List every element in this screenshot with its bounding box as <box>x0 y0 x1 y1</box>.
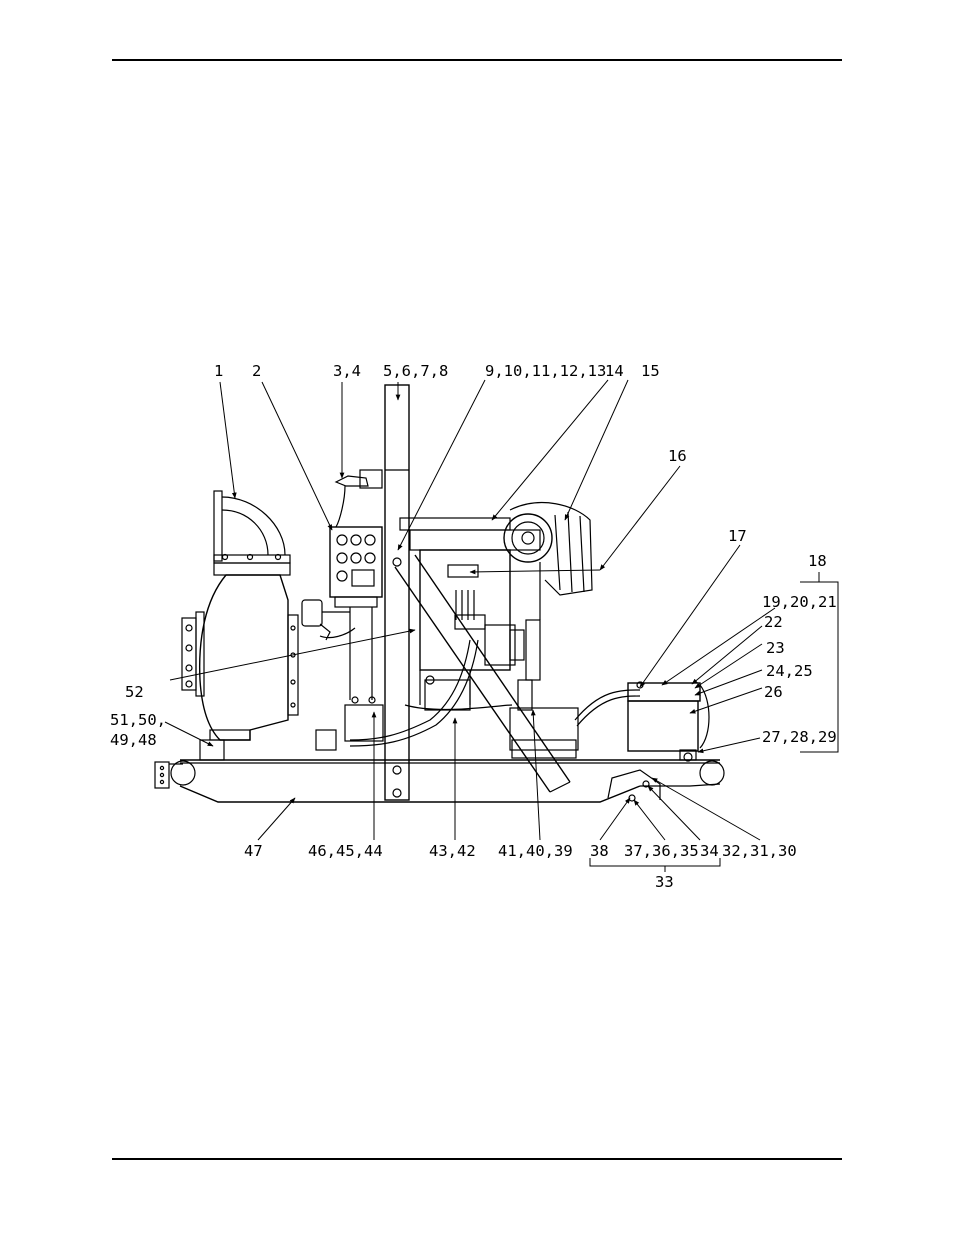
lifting-post <box>359 384 410 801</box>
callout-33: 33 <box>655 873 674 891</box>
callout-19: 19,20,21 <box>762 593 837 611</box>
pump-casing <box>181 574 299 761</box>
callout-14: 14 <box>605 362 624 380</box>
engine-block <box>399 517 541 711</box>
callout-1: 1 <box>214 362 223 380</box>
callout-24: 24,25 <box>766 662 813 680</box>
callout-15: 15 <box>641 362 660 380</box>
callout-2: 2 <box>252 362 261 380</box>
callout-51b: 49,48 <box>110 731 157 749</box>
callout-43: 43,42 <box>429 842 476 860</box>
control-panel <box>329 526 383 700</box>
suction-elbow <box>213 490 291 576</box>
callout-22: 22 <box>764 613 783 631</box>
callout-38: 38 <box>590 842 609 860</box>
tank-hose <box>574 689 641 727</box>
callout-46: 46,45,44 <box>308 842 383 860</box>
callout-47: 47 <box>244 842 263 860</box>
fuel-hose <box>349 639 479 747</box>
callout-16: 16 <box>668 447 687 465</box>
throttle-lever <box>334 475 369 528</box>
callout-26: 26 <box>764 683 783 701</box>
callout-32: 32,31,30 <box>722 842 797 860</box>
callout-41: 41,40,39 <box>498 842 573 860</box>
header-rule <box>112 59 842 61</box>
engine-mount-right <box>509 679 579 759</box>
leader-lines <box>164 379 776 841</box>
callout-18: 18 <box>808 552 827 570</box>
callout-51a: 51,50, <box>110 711 166 729</box>
base-skid <box>154 759 725 803</box>
callout-27: 27,28,29 <box>762 728 837 746</box>
bracket-33 <box>589 858 721 867</box>
callout-23: 23 <box>766 639 785 657</box>
callout-34: 34 <box>700 842 719 860</box>
callout-3: 3,4 <box>333 362 361 380</box>
engine-mount-left <box>315 696 384 751</box>
blower-housing <box>503 502 593 620</box>
air-release-valve <box>301 599 356 641</box>
callout-17: 17 <box>728 527 747 545</box>
callout-5: 5,6,7,8 <box>383 362 448 380</box>
callout-52: 52 <box>125 683 144 701</box>
diagonal-brace <box>394 554 571 793</box>
callout-labels: 1 2 3,4 5,6,7,8 9,10,11,12,13 14 15 16 1… <box>110 362 837 891</box>
callout-37: 37,36,35 <box>624 842 699 860</box>
pump-drawing <box>154 384 839 872</box>
footer-rule <box>112 1158 842 1160</box>
callout-9: 9,10,11,12,13 <box>485 362 606 380</box>
